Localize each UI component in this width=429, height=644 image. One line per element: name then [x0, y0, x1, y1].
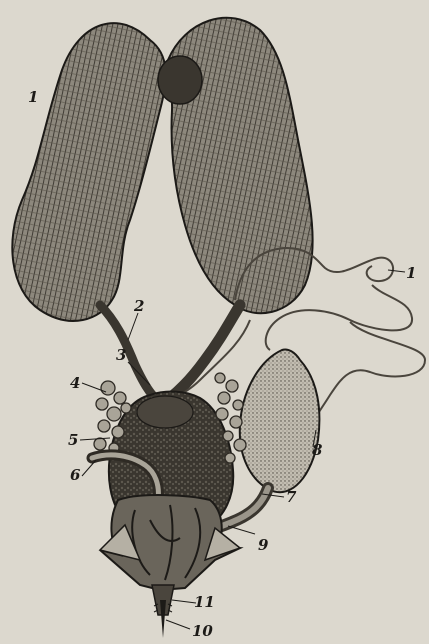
- sting-shaft: [160, 600, 166, 638]
- left-gland: [12, 23, 165, 321]
- label-1-right: 1: [406, 264, 416, 282]
- label-4: 4: [70, 374, 80, 392]
- label-3: 3: [116, 346, 126, 364]
- label-9: 9: [258, 536, 269, 554]
- label-6: 6: [70, 466, 81, 484]
- central-lobe: [137, 396, 193, 428]
- label-11: 11: [194, 593, 215, 611]
- gland-curl: [158, 56, 202, 104]
- label-7: 7: [286, 488, 297, 506]
- label-2: 2: [133, 297, 144, 315]
- label-10: 10: [192, 622, 213, 640]
- reservoir-bulb: [240, 349, 320, 492]
- label-8: 8: [312, 441, 323, 459]
- label-1-left: 1: [28, 88, 38, 106]
- label-5: 5: [68, 431, 78, 449]
